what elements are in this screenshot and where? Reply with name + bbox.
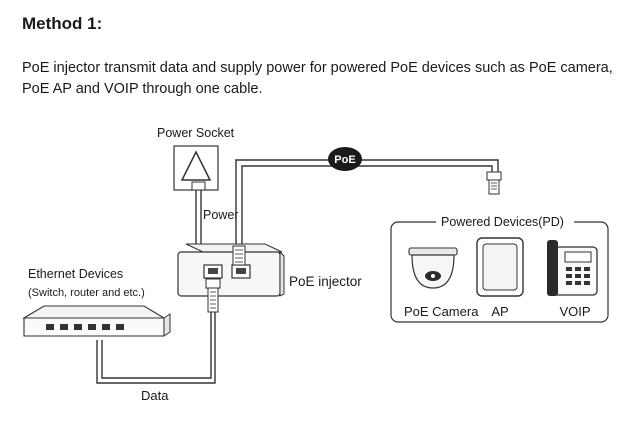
- poe-injector-device: [177, 243, 285, 297]
- power-cable: [191, 181, 206, 246]
- data-label: Data: [141, 388, 169, 403]
- poe-cable: [235, 159, 502, 246]
- power-socket-label: Power Socket: [157, 126, 235, 140]
- ethernet-devices-sub: (Switch, router and etc.): [28, 287, 145, 299]
- voip-phone-icon: [547, 240, 598, 296]
- device-label-voip: VOIP: [559, 304, 590, 319]
- powered-devices-title: Powered Devices(PD): [441, 215, 564, 229]
- device-label-poe-camera: PoE Camera: [404, 304, 479, 319]
- power-label: Power: [203, 208, 238, 222]
- ethernet-devices-label: Ethernet Devices: [28, 267, 123, 281]
- poe-badge-text: PoE: [334, 154, 355, 166]
- poe-injector-label: PoE injector: [289, 274, 362, 289]
- dome-camera-icon: [408, 247, 458, 289]
- network-switch-icon: [22, 305, 171, 337]
- method-heading: Method 1:: [22, 14, 103, 33]
- method-description: PoE injector transmit data and supply po…: [22, 60, 613, 97]
- device-label-ap: AP: [491, 304, 508, 319]
- access-point-icon: [476, 237, 524, 297]
- data-cable: [96, 278, 221, 384]
- poe-badge: PoE: [328, 147, 362, 171]
